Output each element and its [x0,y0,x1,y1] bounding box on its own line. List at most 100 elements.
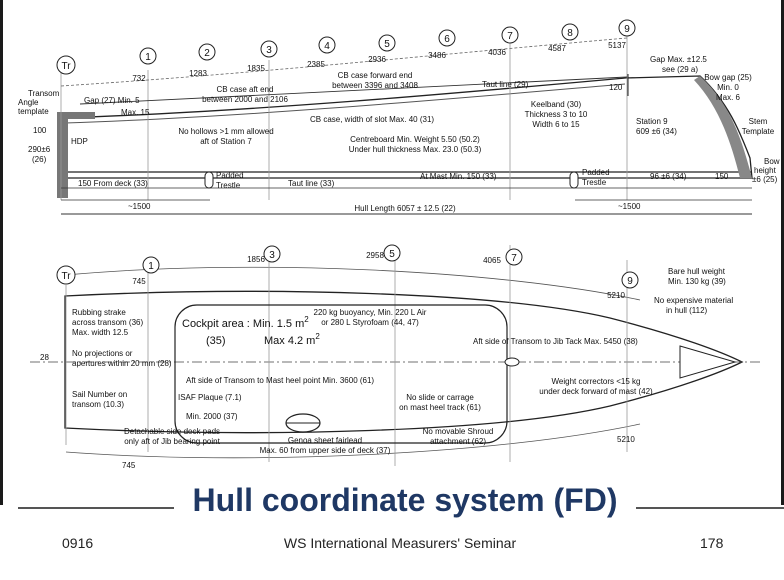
plan-distance: 2958 [366,251,384,260]
footer-page-number: 178 [700,535,724,551]
jib-tack-label: Aft side of Transom to Jib Tack Max. 545… [473,337,638,346]
plan-station-9: 9 [627,276,633,287]
plan-distance: 1856 [247,255,265,264]
side-distance: 2385 [307,60,325,69]
side-station-6: 6 [444,34,450,45]
plan-station-1: 1 [148,261,154,272]
hull-drawing: Tr 1 2 3 4 5 6 7 8 9 732 1283 1835 2385 … [18,19,780,470]
cockpit-35-label: (35) [206,335,226,347]
mast-heel-label: Aft side of Transom to Mast heel point M… [186,376,374,385]
side-distance: 2936 [368,55,386,64]
bow-fitting [679,345,737,379]
title-rule-left [18,507,174,509]
transom-template [57,112,68,198]
transom-template-arm [57,112,95,119]
plan-5210-bottom-label: 5210 [617,435,635,444]
cb-slot-label: CB case, width of slot Max. 40 (31) [310,115,434,124]
slide-title: Hull coordinate system (FD) [192,482,618,518]
plan-station-tr: Tr [61,271,71,282]
side-distance: 3486 [428,51,446,60]
gap-28-label: 28 [40,353,49,362]
plan-station-lines [65,245,628,466]
plan-station-3: 3 [269,250,275,261]
side-station-5: 5 [384,39,390,50]
centreboard-label: Centreboard Min. Weight 5.50 (50.2)Under… [349,135,482,154]
transom-100-label: 100 [33,126,47,135]
cockpit-max-label: Max 4.2 m2 [264,332,320,347]
hull-length-label: Hull Length 6057 ± 12.5 (22) [354,204,456,213]
taut-line-bottom-label: Taut line (33) [288,179,335,188]
isaf-plaque-label: ISAF Plaque (7.1) [178,393,242,402]
side-station-3: 3 [266,45,272,56]
cockpit-area-label: Cockpit area : Min. 1.5 m2 [182,315,309,330]
transom-290-label: 290±6(26) [28,145,51,164]
side-station-8: 8 [567,28,573,39]
side-distance: 5137 [608,41,626,50]
bow-96-label: 96 ±6 (34) [650,172,687,181]
at-mast-label: At Mast Min. 150 (33) [420,172,497,181]
footer-center: WS International Measurers' Seminar [283,535,517,551]
min-2000-label: Min. 2000 (37) [186,412,238,421]
taut-line-top-label: Taut line (29) [482,80,529,89]
from-deck-label: 150 From deck (33) [78,179,148,188]
side-distance: 1283 [189,69,207,78]
cockpit-outline [174,304,508,444]
side-station-markers [56,19,636,75]
right-1500-label: ~1500 [618,202,641,211]
plan-745-bottom-label: 745 [122,461,136,470]
stem-template [694,76,752,178]
padded-trestle-fwd [569,171,579,189]
plan-distance: 4065 [483,256,501,265]
taut-line-top [79,76,628,105]
mast-step [504,357,520,367]
bow-150-label: 150 [715,172,729,181]
hull-sheer-line [59,75,753,179]
title-rule-right [636,507,784,509]
padded-trestle-aft [204,171,214,189]
left-border-rule [0,0,3,505]
plan-station-5: 5 [389,249,395,260]
sheer-arc-bottom [65,423,641,459]
left-1500-label: ~1500 [128,202,151,211]
deck-line [64,83,626,124]
side-station-tr: Tr [61,61,71,72]
side-distance: 4587 [548,44,566,53]
side-station-2: 2 [204,48,210,59]
side-station-1: 1 [145,52,151,63]
side-distance: 732 [132,74,146,83]
distance-arc [60,37,628,87]
footer-left: 0916 [62,535,94,551]
plan-station-7: 7 [511,253,517,264]
gap-120-label: 120 [609,83,623,92]
plan-distance: 5210 [607,291,625,300]
right-border-rule [781,0,784,505]
side-station-7: 7 [507,31,513,42]
plan-distance: 745 [132,277,146,286]
side-station-9: 9 [624,24,630,35]
side-distance: 4036 [488,48,506,57]
side-station-lines [60,30,628,200]
